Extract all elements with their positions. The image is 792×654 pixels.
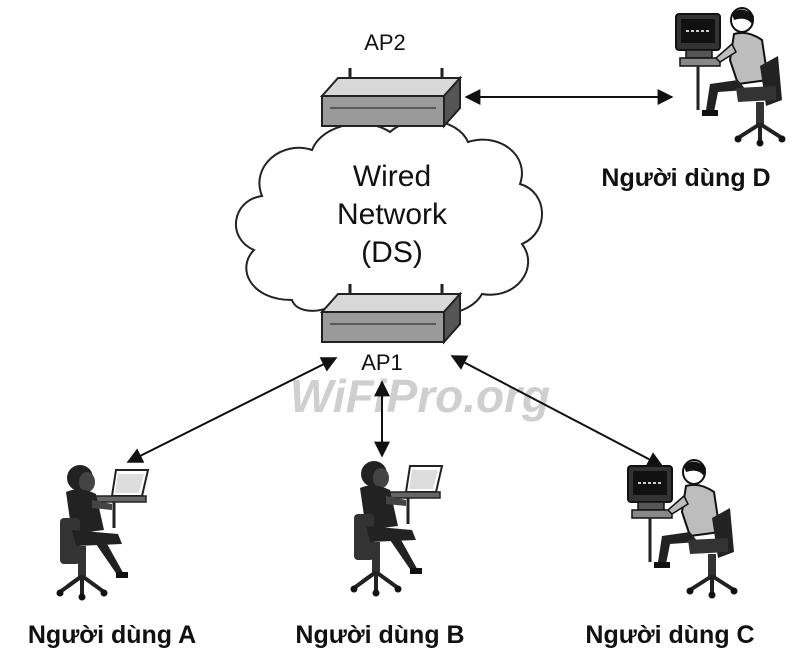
user-d-desktop-user-icon	[674, 6, 788, 149]
cloud-label-line3: (DS)	[361, 236, 423, 269]
user-b-laptop-user-icon	[348, 459, 444, 599]
link-ap1-user-c	[450, 355, 664, 467]
user-c-desktop-user-icon	[626, 458, 740, 601]
ap1-label: AP1	[361, 350, 403, 375]
ap2-access-point-icon	[320, 66, 462, 128]
user-a-label: Người dùng A	[28, 621, 196, 649]
user-b-label: Người dùng B	[295, 621, 464, 649]
cloud-label-line2: Network	[337, 198, 448, 231]
ap2-label: AP2	[364, 30, 406, 55]
user-d-label: Người dùng D	[601, 164, 770, 192]
user-a-laptop-user-icon	[54, 463, 150, 603]
link-ap1-user-a	[126, 357, 338, 463]
watermark-text: WiFiPro.org	[290, 370, 550, 422]
user-c-label: Người dùng C	[585, 621, 754, 649]
cloud-label-line1: Wired	[353, 160, 431, 193]
